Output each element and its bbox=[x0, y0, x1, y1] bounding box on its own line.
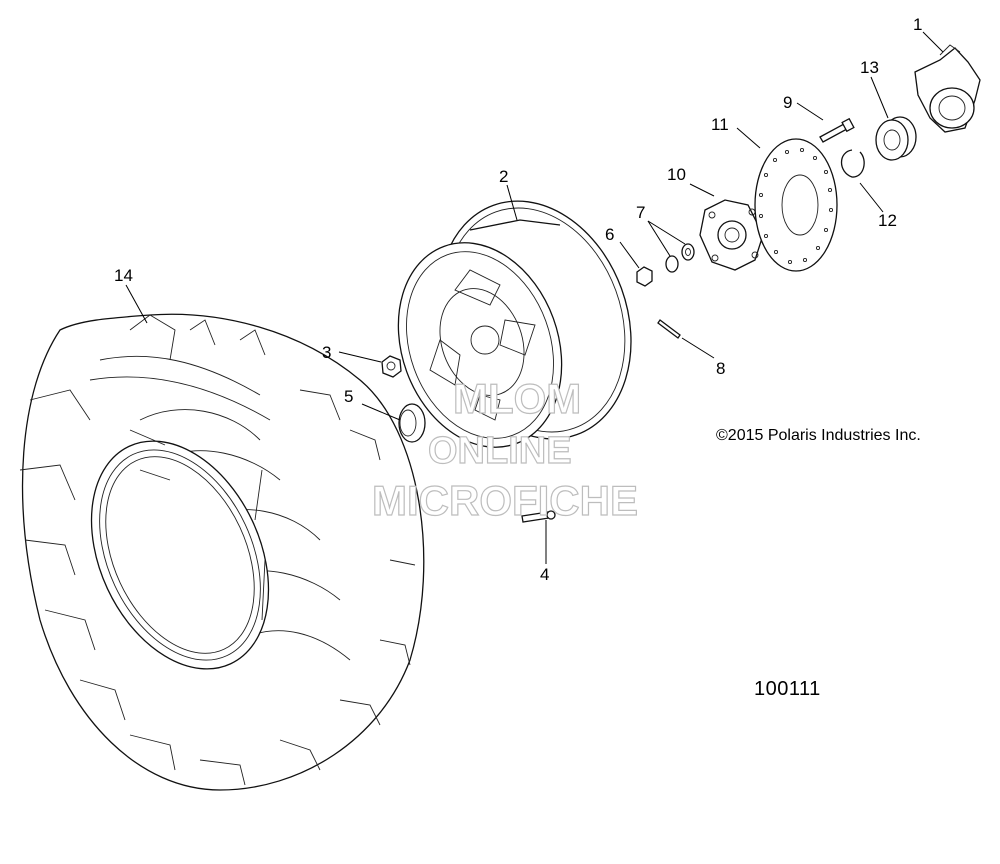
callout-6: 6 bbox=[605, 225, 614, 244]
brake-disc-part-11[interactable] bbox=[754, 138, 838, 272]
figure-number: 100111 bbox=[754, 678, 821, 700]
washer-part-7[interactable] bbox=[665, 243, 695, 273]
bolt-part-9[interactable] bbox=[819, 117, 855, 143]
copyright-notice: ©2015 Polaris Industries Inc. bbox=[716, 427, 921, 444]
bearing-carrier-part-1[interactable] bbox=[914, 44, 981, 133]
wheel-part-2[interactable] bbox=[371, 174, 663, 470]
valve-stem-part-4[interactable] bbox=[521, 510, 556, 523]
watermark-line-2: ONLINE bbox=[428, 430, 572, 472]
callout-8: 8 bbox=[716, 359, 725, 378]
cotter-pin-part-8[interactable] bbox=[657, 319, 681, 339]
lug-nut-part-3[interactable] bbox=[381, 355, 402, 378]
callout-11: 11 bbox=[711, 115, 729, 134]
callout-2: 2 bbox=[499, 167, 508, 186]
tire-part-14[interactable] bbox=[19, 313, 425, 791]
callout-5: 5 bbox=[344, 387, 353, 406]
callout-12: 12 bbox=[878, 211, 897, 230]
bearing-part-13[interactable] bbox=[875, 116, 917, 161]
callout-4: 4 bbox=[540, 565, 549, 584]
callout-14: 14 bbox=[114, 266, 133, 285]
callout-7: 7 bbox=[636, 203, 645, 222]
leader-lines bbox=[125, 31, 944, 564]
nut-part-6[interactable] bbox=[636, 266, 653, 287]
callout-1: 1 bbox=[913, 15, 922, 34]
callout-10: 10 bbox=[667, 165, 686, 184]
center-cap-part-5[interactable] bbox=[398, 403, 426, 443]
callout-labels: 1 2 3 4 5 6 7 8 9 10 11 12 13 14 bbox=[114, 15, 922, 584]
callout-9: 9 bbox=[783, 93, 792, 112]
snap-ring-part-12[interactable] bbox=[840, 149, 865, 178]
watermark-line-1: MLOM bbox=[453, 375, 581, 422]
hub-part-10[interactable] bbox=[699, 199, 764, 271]
watermark-line-3: MICROFICHE bbox=[372, 477, 638, 524]
callout-3: 3 bbox=[322, 343, 331, 362]
callout-13: 13 bbox=[860, 58, 879, 77]
watermark: MLOM ONLINE MICROFICHE bbox=[371, 374, 638, 524]
